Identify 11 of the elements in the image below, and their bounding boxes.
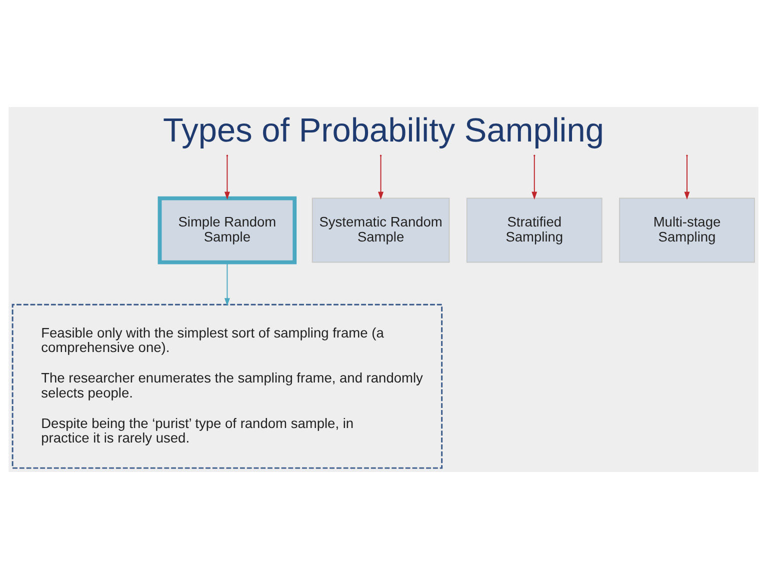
- arrow: [378, 156, 384, 200]
- node-box: Multi-stage Sampling: [619, 198, 755, 263]
- arrow: [224, 156, 230, 200]
- node-box: Feasible only with the simplest sort of sampling frame (a comprehensive one). The researcher enumerates the sampling frame, and randomly selects people. Despite being the ‘purist’ type of random sample, in practice it is rarely used.: [12, 304, 443, 469]
- node-box: Simple Random Sample: [158, 196, 297, 264]
- node-box: Stratified Sampling: [466, 198, 602, 263]
- diagram-title: Types of Probability Sampling: [163, 112, 604, 150]
- arrow: [532, 156, 538, 200]
- arrow: [224, 262, 230, 306]
- arrow: [684, 156, 690, 200]
- node-box: Systematic Random Sample: [312, 198, 450, 263]
